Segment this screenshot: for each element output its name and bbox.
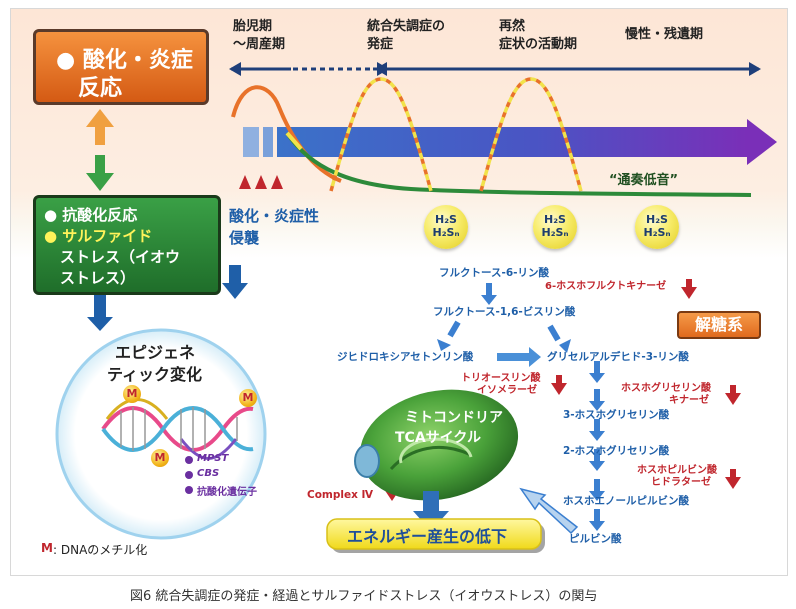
- diagram-graphics: [55, 62, 777, 553]
- metabolite-3pg: 3-ホスホグリセリン酸: [563, 409, 670, 421]
- basso-continuo-curve: [285, 131, 752, 197]
- metabolite-pyruvate: ピルビン酸: [569, 533, 622, 545]
- phase-relapse-line2: 症状の活動期: [499, 37, 578, 52]
- h2s-bubble-3-l1: H₂S: [646, 213, 668, 226]
- metabolite-dhap: ジヒドロキシアセトンリン酸: [337, 351, 474, 363]
- progression-arrow: [243, 119, 777, 165]
- complex-iv-label: Complex Ⅳ: [307, 489, 374, 501]
- enzyme-pgk-line2: キナーゼ: [669, 395, 709, 406]
- antiox-line4: ストレス）: [60, 269, 136, 287]
- epi-legend-antiox-genes: 抗酸化遺伝子: [197, 487, 257, 498]
- phase-onset-line2: 発症: [367, 37, 394, 52]
- metabolite-f16bp: フルクトース-1,6-ビスリン酸: [433, 306, 576, 318]
- basso-continuo-label: “通奏低音”: [609, 173, 679, 188]
- epi-legend-cbs: CBS: [197, 468, 220, 479]
- glycolysis-label-box: 解糖系: [677, 311, 761, 339]
- insult-label-line2: 侵襲: [229, 229, 260, 247]
- antioxidant-sulfide-stress-box: ● 抗酸化反応 ● サルファイド ストレス（イオウ ストレス）: [33, 195, 221, 295]
- h2s-bubble-1: H₂S H₂Sₙ: [424, 205, 468, 249]
- mitochondrion: [354, 389, 519, 501]
- energy-decrease-label: エネルギー産生の低下: [347, 527, 508, 546]
- methyl-note-m: M: [41, 541, 53, 555]
- timeline-arrow: [229, 62, 761, 76]
- h2s-bubble-2-l1: H₂S: [544, 213, 566, 226]
- oxidation-box-line2: 反応: [78, 76, 123, 101]
- enzyme-tpi-line1: トリオースリン酸: [461, 373, 541, 384]
- oxidation-inflammation-box: ● 酸化・炎症 反応: [33, 29, 209, 105]
- phase-relapse-line1: 再然: [499, 19, 526, 34]
- antiox-line3: ストレス（イオウ: [60, 248, 181, 266]
- h2s-bubble-2: H₂S H₂Sₙ: [533, 205, 577, 249]
- enzyme-enolase-line2: ヒドラターゼ: [651, 477, 711, 488]
- enzyme-enolase-line1: ホスホピルビン酸: [637, 465, 717, 476]
- phase-onset-line1: 統合失調症の: [367, 19, 446, 34]
- methyl-mark-3: M: [151, 449, 169, 467]
- dna-helix: [101, 398, 254, 460]
- energy-banner: [326, 518, 545, 553]
- antiox-line2: ● サルファイド: [44, 227, 153, 245]
- mito-label-line2: TCAサイクル: [395, 430, 481, 446]
- metabolite-2pg: 2-ホスホグリセリン酸: [563, 445, 670, 457]
- enzyme-pgk-line1: ホスホグリセリン酸: [621, 383, 711, 394]
- h2s-bubble-1-l1: H₂S: [435, 213, 457, 226]
- metabolite-pep: ホスホエノールピルビン酸: [563, 495, 689, 507]
- phase-fetal-line1: 胎児期: [233, 19, 273, 34]
- methyl-mark-1: M: [123, 385, 141, 403]
- enzyme-tpi-line2: イソメラーゼ: [477, 385, 537, 396]
- insult-label-line1: 酸化・炎症性: [229, 207, 320, 225]
- epi-legend-mpst: MPST: [197, 453, 229, 464]
- h2s-bubble-2-l2: H₂Sₙ: [541, 226, 569, 239]
- figure-panel: ● 酸化・炎症 反応 ● 抗酸化反応 ● サルファイド ストレス（イオウ ストレ…: [10, 8, 788, 576]
- acute-inflammation-curve: [231, 85, 342, 183]
- insult-triangles: [239, 175, 283, 189]
- figure-caption: 図6 統合失調症の発症・経過とサルファイドストレス（イオウストレス）の関与: [130, 589, 598, 604]
- glycolysis-arrows: [437, 283, 605, 531]
- h2s-bubble-3-l2: H₂Sₙ: [643, 226, 671, 239]
- antiox-line1: ● 抗酸化反応: [44, 206, 138, 224]
- phase-chronic: 慢性・残遺期: [625, 27, 704, 42]
- glycolysis-label: 解糖系: [694, 315, 743, 334]
- metabolite-g3p: グリセルアルデヒド-3-リン酸: [547, 351, 689, 363]
- h2s-bubble-3: H₂S H₂Sₙ: [635, 205, 679, 249]
- mito-label-line1: ミトコンドリア: [405, 410, 503, 426]
- epigenetic-title-line1: エピジェネ: [115, 343, 196, 362]
- feedback-arrows: [86, 109, 248, 331]
- oxidation-box-line1: ● 酸化・炎症: [56, 48, 193, 73]
- phase-fetal-line2: ～周産期: [233, 37, 286, 52]
- methyl-note-text: : DNAのメチル化: [53, 543, 148, 557]
- h2s-bubble-1-l2: H₂Sₙ: [432, 226, 460, 239]
- metabolite-f6p: フルクトース-6-リン酸: [439, 267, 549, 279]
- methyl-mark-2: M: [239, 389, 257, 407]
- enzyme-pfk: 6-ホスホフルクトキナーゼ: [545, 281, 667, 292]
- pyruvate-to-mito-arrow: [519, 487, 579, 535]
- epi-legend-bullets: [185, 456, 193, 494]
- epigenetic-title-line2: ティック変化: [107, 365, 203, 384]
